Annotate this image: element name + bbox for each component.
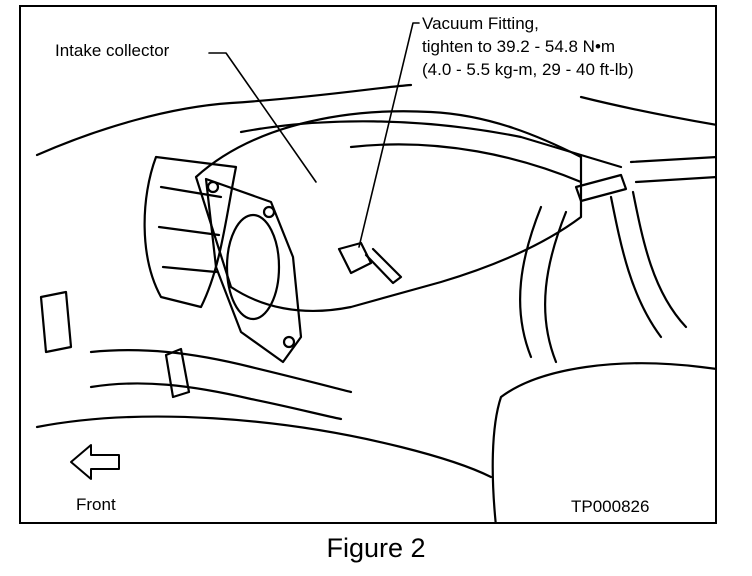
- flange-bolt-1: [206, 180, 220, 194]
- right-hose-1b: [543, 210, 568, 364]
- lower-hose: [89, 349, 353, 394]
- intake-collector-label: Intake collector: [55, 41, 170, 60]
- flange-bolt-2: [262, 205, 276, 219]
- front-label: Front: [76, 495, 116, 514]
- throttle-flange: [204, 177, 303, 364]
- hose-clamp: [164, 347, 191, 399]
- vacuum-fitting: [337, 241, 373, 275]
- collector-rail-2: [349, 143, 583, 184]
- right-clamp: [574, 173, 628, 203]
- vacuum-fitting-torque-alt-label: (4.0 - 5.5 kg-m, 29 - 40 ft-lb): [422, 60, 634, 79]
- flange-bolt-3: [282, 335, 296, 349]
- reservoir: [491, 362, 715, 522]
- intake-leader-line: [208, 52, 317, 183]
- right-pipe: [629, 156, 715, 184]
- vacuum-fitting-label: Vacuum Fitting,: [422, 14, 539, 33]
- figure-frame: Intake collector Vacuum Fitting, tighten…: [19, 5, 717, 524]
- air-duct-ribs: [157, 185, 223, 274]
- throttle-bore: [225, 213, 281, 321]
- fender-line: [579, 95, 715, 126]
- vacuum-fitting-torque-label: tighten to 39.2 - 54.8 N•m: [422, 37, 616, 56]
- left-bracket: [39, 290, 73, 354]
- figure-code-label: TP000826: [571, 497, 650, 516]
- engine-bay-top-edge: [35, 83, 413, 157]
- figure-caption: Figure 2: [326, 533, 426, 563]
- intake-collector-body: [194, 110, 583, 313]
- right-hose-2: [609, 195, 663, 339]
- vacuum-leader-line: [358, 22, 420, 248]
- engine-drawing: [35, 22, 715, 522]
- air-duct: [143, 155, 238, 309]
- collector-top-rail: [239, 120, 623, 169]
- right-hose-1: [518, 205, 543, 359]
- right-hose-2b: [631, 190, 688, 329]
- vacuum-fitting-nipple: [364, 247, 403, 285]
- front-arrow-icon: [70, 444, 120, 480]
- bay-bottom-contour: [35, 415, 493, 479]
- lower-hose-2: [89, 382, 343, 421]
